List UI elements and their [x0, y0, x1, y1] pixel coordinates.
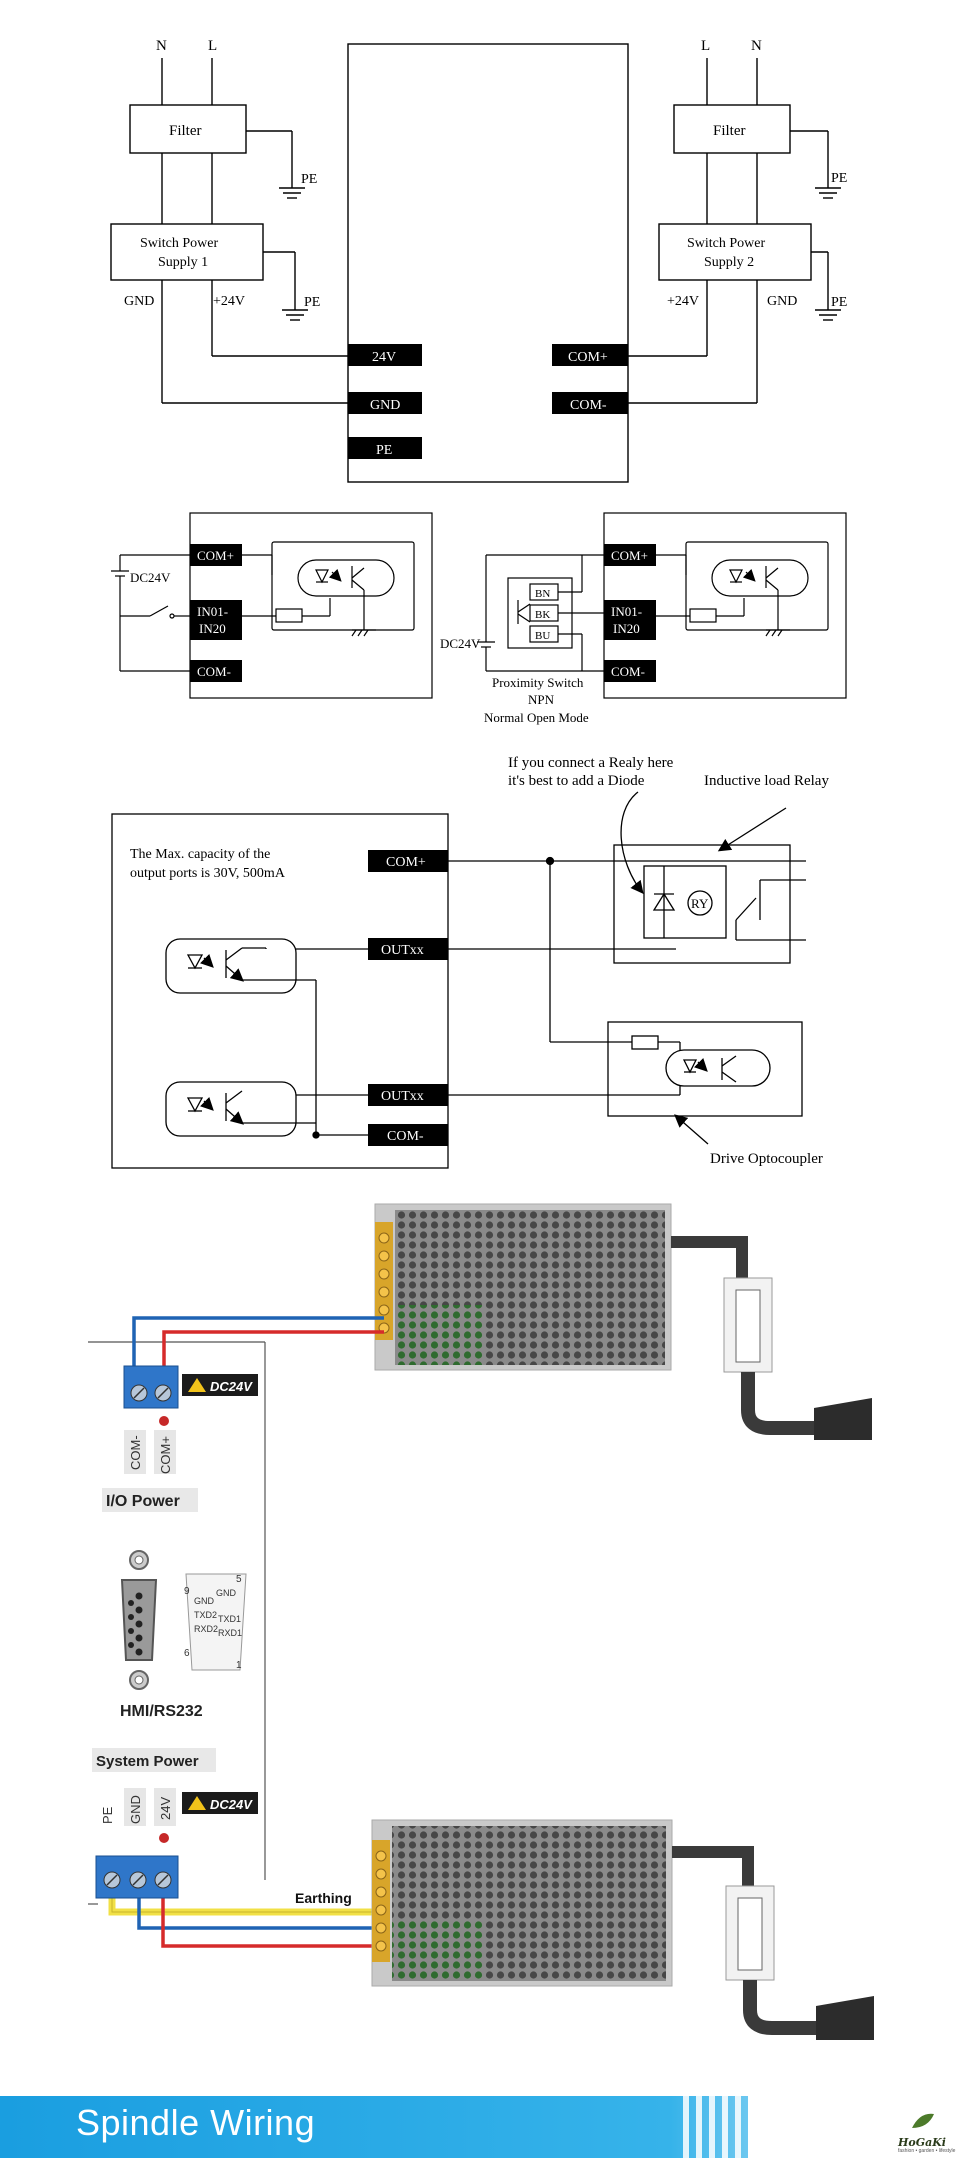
db9-pin9: 9 [184, 1586, 190, 1597]
output-note-2: it's best to add a Diode [508, 773, 645, 789]
power-supply-unit-2 [371, 1819, 874, 2040]
controller-box [347, 43, 629, 483]
output-outxx-2: OUTxx [381, 1089, 424, 1104]
capacity-line-1: The Max. capacity of the [130, 847, 270, 862]
output-wiring-diagram: If you connect a Realy here it's best to… [111, 755, 829, 1169]
io-dc24v-badge: DC24V [210, 1379, 253, 1394]
prox-caption-3: Normal Open Mode [484, 710, 589, 725]
left-24v-label: +24V [213, 294, 245, 309]
system-power-label: System Power [96, 1753, 199, 1770]
footer-title: Spindle Wiring [76, 2102, 316, 2143]
input-left-dc24v: DC24V [130, 570, 171, 585]
right-gnd-label: GND [767, 294, 797, 309]
terminal-gnd: GND [370, 398, 400, 413]
left-psu-box [110, 223, 264, 281]
sys-pe-label: PE [100, 1806, 115, 1824]
db9-txd2: TXD2 [194, 1610, 217, 1620]
db9-connector-icon [120, 1579, 158, 1661]
io-power-label: I/O Power [106, 1493, 180, 1510]
input-right-in2: IN20 [613, 621, 640, 636]
controller-output-box [111, 813, 449, 1169]
left-filter-box [129, 104, 247, 154]
left-filter-label: Filter [169, 123, 202, 139]
drive-opto-label: Drive Optocoupler [710, 1151, 823, 1167]
left-n-label: N [156, 38, 167, 54]
input-right-com-minus: COM- [611, 664, 645, 679]
input-left-com-plus: COM+ [197, 548, 234, 563]
db9-pin6: 6 [184, 1648, 190, 1659]
sys-dc24v-badge: DC24V [210, 1797, 253, 1812]
power-supply-diagram: N L Filter PE Switch Power Supply 1 PE G… [110, 38, 847, 483]
right-filter-box [673, 104, 791, 154]
left-l-label: L [208, 38, 217, 54]
relay-ry-label: RY [691, 896, 709, 911]
right-psu-line1: Switch Power [687, 236, 766, 251]
output-outxx-1: OUTxx [381, 943, 424, 958]
prox-caption-2: NPN [528, 692, 555, 707]
left-psu-line1: Switch Power [140, 236, 219, 251]
io-power-terminal [123, 1365, 179, 1409]
right-n-label: N [751, 38, 762, 54]
db9-rxd2: RXD2 [194, 1624, 218, 1634]
wiring-illustration: DC24V COM- COM+ I/O Power 5 9 6 1 GND GN… [88, 1203, 874, 2040]
terminal-com-plus: COM+ [568, 350, 608, 365]
io-com-plus-label: COM+ [158, 1436, 173, 1474]
output-note-1: If you connect a Realy here [508, 755, 674, 771]
power-supply-unit-1 [374, 1203, 872, 1440]
db9-pin5: 5 [236, 1574, 242, 1585]
relay-box [613, 844, 791, 964]
input-right-com-plus: COM+ [611, 548, 648, 563]
input-left-in1: IN01- [197, 604, 228, 619]
left-psu-line2: Supply 1 [158, 255, 208, 270]
input-left-com-minus: COM- [197, 664, 231, 679]
terminal-24v: 24V [372, 350, 396, 365]
output-com-plus: COM+ [386, 855, 426, 870]
db9-gnd-right: GND [216, 1588, 237, 1598]
output-com-minus: COM- [387, 1129, 424, 1144]
terminal-pe: PE [376, 443, 392, 458]
brand-tagline: fashion • garden • lifestyle [898, 2148, 956, 2154]
input-left-in2: IN20 [199, 621, 226, 636]
io-com-minus-label: COM- [128, 1435, 143, 1470]
right-psu-box [658, 223, 812, 281]
input-right-dc24v: DC24V [440, 636, 481, 651]
right-filter-label: Filter [713, 123, 746, 139]
db9-rxd1: RXD1 [218, 1628, 242, 1638]
right-psu-line2: Supply 2 [704, 255, 754, 270]
footer-banner [0, 2096, 958, 2158]
logo-leaf-icon [912, 2113, 934, 2128]
prox-bn: BN [535, 588, 550, 600]
right-l-label: L [701, 38, 710, 54]
prox-caption-1: Proximity Switch [492, 675, 584, 690]
output-relay-label: Inductive load Relay [704, 773, 829, 789]
drive-opto-box [607, 1021, 803, 1117]
db9-pinout-icon [185, 1573, 247, 1671]
sys-gnd-label: GND [128, 1795, 143, 1824]
left-gnd-label: GND [124, 294, 154, 309]
right-pe2-label: PE [831, 295, 847, 310]
input-right-in1: IN01- [611, 604, 642, 619]
prox-bu: BU [535, 630, 550, 642]
input-wiring-diagram: DC24V COM+ IN01- IN20 COM- COM+ [111, 512, 847, 725]
right-pe1-label: PE [831, 171, 847, 186]
left-pe1-label: PE [301, 172, 317, 187]
terminal-com-minus: COM- [570, 398, 607, 413]
db9-gnd-left: GND [194, 1596, 215, 1606]
hmi-rs232-label: HMI/RS232 [120, 1703, 203, 1720]
brand-logo: HoGaKi [898, 2136, 946, 2149]
capacity-line-2: output ports is 30V, 500mA [130, 866, 286, 881]
left-pe2-label: PE [304, 295, 320, 310]
db9-pin1: 1 [236, 1660, 242, 1671]
db9-txd1: TXD1 [218, 1614, 241, 1624]
earthing-label: Earthing [295, 1890, 352, 1906]
sys-24v-label: 24V [158, 1797, 173, 1820]
right-24v-label: +24V [667, 294, 699, 309]
prox-bk: BK [535, 609, 550, 621]
